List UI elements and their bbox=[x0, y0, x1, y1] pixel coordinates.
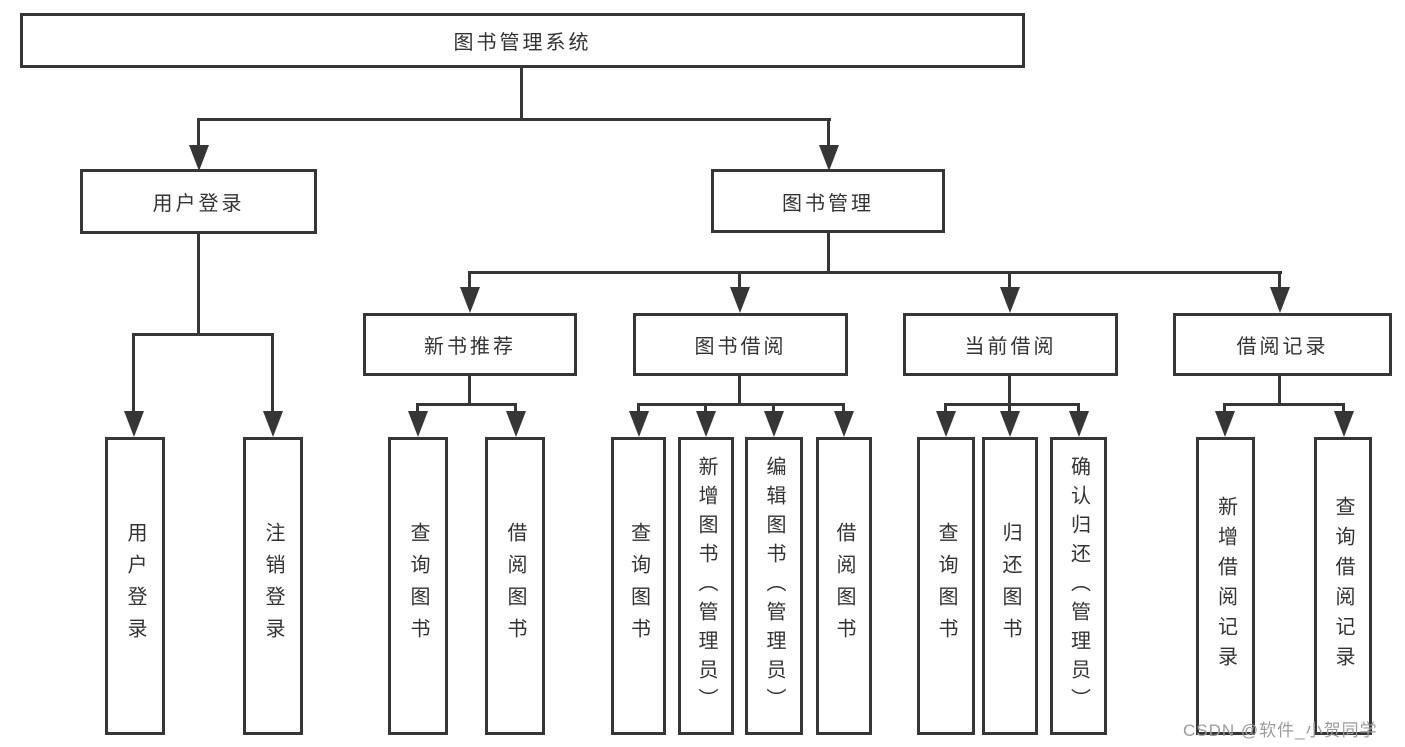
connector-line bbox=[827, 118, 830, 148]
connector-line bbox=[132, 333, 274, 336]
node-label: 图书管理系统 bbox=[453, 32, 592, 54]
connector-line bbox=[704, 403, 707, 415]
node-label: 用户登录 bbox=[124, 522, 146, 650]
csdn-watermark: CSDN @软件_小贺同学 bbox=[1183, 721, 1378, 740]
connector-line bbox=[738, 374, 741, 405]
leaf-user-login: 用户登录 bbox=[105, 437, 165, 735]
node-book-borrow: 图书借阅 bbox=[633, 313, 848, 376]
connector-line bbox=[637, 403, 845, 406]
connector-line bbox=[1342, 403, 1345, 415]
node-label: 新书推荐 bbox=[424, 336, 516, 358]
connector-line bbox=[772, 403, 775, 415]
arrow-down-icon bbox=[460, 287, 480, 313]
arrow-down-icon bbox=[1270, 287, 1290, 313]
arrow-down-icon bbox=[189, 145, 209, 171]
node-label: 用户登录 bbox=[152, 193, 245, 215]
node-new-book-recommend: 新书推荐 bbox=[363, 313, 577, 376]
node-current-borrow: 当前借阅 bbox=[903, 313, 1118, 376]
node-label: 借阅记录 bbox=[1236, 336, 1329, 358]
connector-line bbox=[514, 403, 517, 415]
node-label: 归还图书 bbox=[999, 522, 1021, 650]
node-label: 新增图书（管理员） bbox=[695, 455, 717, 717]
connector-line bbox=[842, 403, 845, 415]
arrow-down-icon bbox=[408, 411, 428, 437]
connector-line bbox=[468, 374, 471, 405]
arrow-down-icon bbox=[1000, 411, 1020, 437]
arrow-down-icon bbox=[629, 411, 649, 437]
node-label: 当前借阅 bbox=[964, 336, 1057, 358]
connector-line bbox=[1008, 271, 1011, 289]
connector-line bbox=[197, 118, 200, 148]
connector-line bbox=[827, 231, 830, 274]
connector-line bbox=[1223, 403, 1226, 415]
node-label: 查询借阅记录 bbox=[1332, 496, 1354, 676]
connector-line bbox=[1077, 403, 1080, 415]
connector-line bbox=[132, 333, 135, 413]
leaf-bb-edit-book: 编辑图书（管理员） bbox=[745, 437, 803, 735]
arrow-down-icon bbox=[1069, 411, 1089, 437]
node-book-management: 图书管理 bbox=[711, 169, 945, 233]
connector-line bbox=[1278, 374, 1281, 405]
leaf-br-query-record: 查询借阅记录 bbox=[1314, 437, 1372, 735]
node-user-login: 用户登录 bbox=[80, 169, 317, 234]
leaf-rec-borrow-book: 借阅图书 bbox=[485, 437, 545, 735]
connector-line bbox=[197, 233, 200, 336]
node-label: 查询图书 bbox=[407, 522, 429, 650]
node-label: 查询图书 bbox=[627, 522, 650, 650]
node-label: 图书借阅 bbox=[694, 336, 787, 358]
leaf-logout: 注销登录 bbox=[243, 437, 303, 735]
node-label: 查询图书 bbox=[935, 522, 957, 650]
leaf-cb-query-book: 查询图书 bbox=[917, 437, 975, 735]
leaf-rec-query-book: 查询图书 bbox=[388, 437, 448, 735]
connector-line bbox=[637, 403, 640, 415]
node-label: 借阅图书 bbox=[504, 522, 526, 650]
connector-line bbox=[468, 271, 471, 289]
arrow-down-icon bbox=[936, 411, 956, 437]
connector-line bbox=[1278, 271, 1281, 289]
leaf-bb-borrow-book: 借阅图书 bbox=[816, 437, 872, 735]
node-label: 确认归还（管理员） bbox=[1067, 455, 1090, 717]
leaf-cb-confirm-return: 确认归还（管理员） bbox=[1050, 437, 1107, 735]
connector-line bbox=[944, 403, 947, 415]
arrow-down-icon bbox=[506, 411, 526, 437]
arrow-down-icon bbox=[263, 411, 283, 437]
connector-line bbox=[468, 271, 1282, 274]
arrow-down-icon bbox=[1215, 411, 1235, 437]
leaf-bb-query-book: 查询图书 bbox=[611, 437, 666, 735]
node-label: 注销登录 bbox=[262, 522, 284, 650]
connector-line bbox=[1008, 403, 1011, 415]
connector-line bbox=[1008, 374, 1011, 405]
connector-line bbox=[271, 333, 274, 413]
connector-line bbox=[520, 66, 523, 120]
connector-line bbox=[416, 403, 419, 415]
arrow-down-icon bbox=[1000, 287, 1020, 313]
arrow-down-icon bbox=[834, 411, 854, 437]
arrow-down-icon bbox=[696, 411, 716, 437]
node-borrow-record: 借阅记录 bbox=[1173, 313, 1392, 376]
connector-line bbox=[738, 271, 741, 289]
arrow-down-icon bbox=[124, 411, 144, 437]
connector-line bbox=[944, 403, 1080, 406]
node-label: 图书管理 bbox=[782, 192, 874, 215]
connector-line bbox=[416, 403, 517, 406]
node-label: 借阅图书 bbox=[833, 522, 855, 650]
connector-line bbox=[1223, 403, 1345, 406]
node-label: 新增借阅记录 bbox=[1214, 496, 1237, 676]
arrow-down-icon bbox=[730, 287, 750, 313]
connector-line bbox=[197, 118, 831, 121]
leaf-bb-add-book: 新增图书（管理员） bbox=[678, 437, 734, 735]
arrow-down-icon bbox=[819, 145, 839, 171]
leaf-br-add-record: 新增借阅记录 bbox=[1196, 437, 1255, 735]
arrow-down-icon bbox=[764, 411, 784, 437]
leaf-cb-return-book: 归还图书 bbox=[982, 437, 1038, 735]
node-library-management-system: 图书管理系统 bbox=[20, 13, 1025, 68]
node-label: 编辑图书（管理员） bbox=[763, 455, 785, 717]
arrow-down-icon bbox=[1334, 411, 1354, 437]
